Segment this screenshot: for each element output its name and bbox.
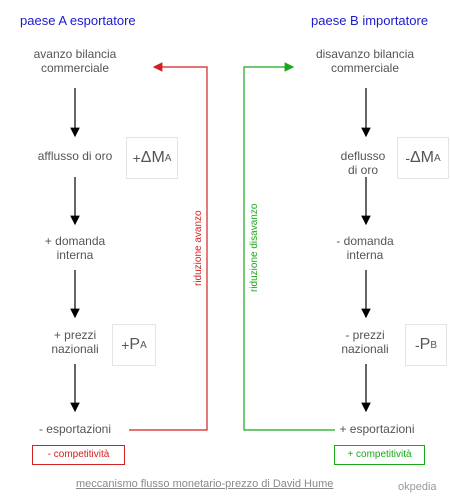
node-b-exports: + esportazioni (339, 422, 415, 436)
brand-logo-text: okpedia (398, 481, 437, 493)
tag-b-competitiveness: + competitività (334, 445, 425, 465)
node-b-gold-outflow: deflusso di oro (340, 149, 386, 177)
tag-a-competitiveness: - competitività (32, 445, 125, 465)
node-a-surplus: avanzo bilancia commerciale (33, 47, 117, 75)
feedback-loop-a (129, 62, 208, 431)
node-b-prices: - prezzi nazionali (341, 328, 389, 356)
node-b-deficit: disavanzo bilancia commerciale (315, 47, 415, 75)
feedback-loop-b (243, 62, 335, 431)
node-a-domestic-demand: + domanda interna (44, 234, 106, 262)
node-a-gold-inflow: afflusso di oro (37, 149, 113, 163)
feedback-label-b: riduzione disavanzo (249, 203, 260, 292)
country-a-title: paese A esportatore (20, 13, 136, 28)
country-b-title: paese B importatore (311, 13, 429, 28)
diagram-caption: meccanismo flusso monetario-prezzo di Da… (76, 478, 334, 490)
node-a-exports: - esportazioni (38, 422, 112, 436)
node-a-prices: + prezzi nazionali (51, 328, 99, 356)
node-b-domestic-demand: - domanda interna (336, 234, 394, 262)
feedback-label-a: riduzione avanzo (193, 210, 204, 286)
